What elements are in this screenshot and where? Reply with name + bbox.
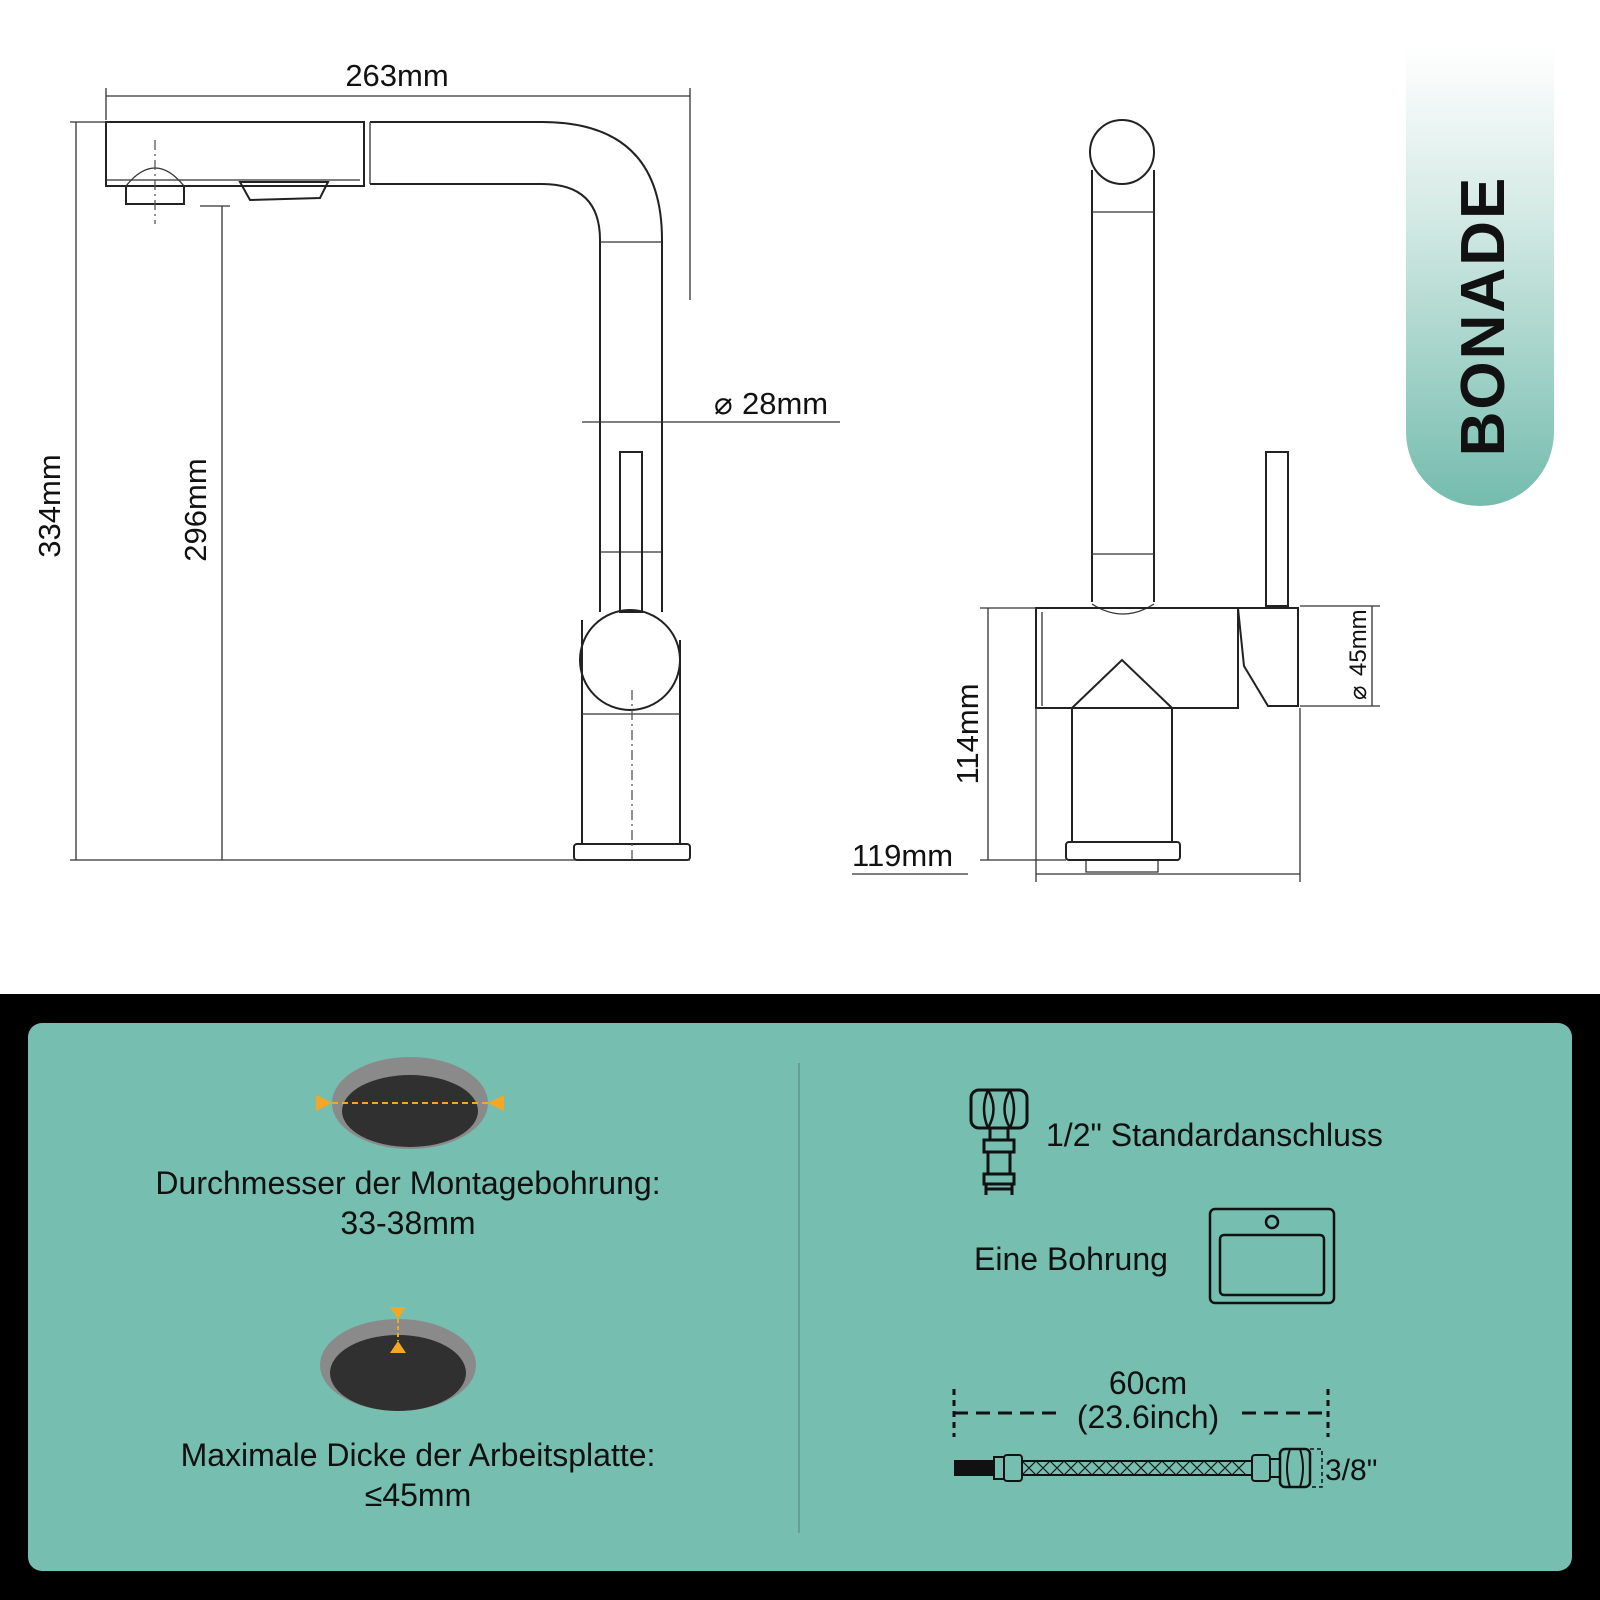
countertop-value: ≤45mm (364, 1477, 472, 1513)
hole-diameter-icon (316, 1057, 504, 1149)
brand-name: BONADE (1449, 176, 1518, 457)
hose-length-imperial: (23.6inch) (1076, 1399, 1220, 1435)
hole-diameter-label: Durchmesser der Montagebohrung: (155, 1165, 661, 1201)
technical-drawing: 263mm 334mm 296mm ⌀ 28mm 114mm 119mm ⌀ 4… (32, 58, 1380, 882)
panel-divider (798, 1063, 800, 1533)
diameter-symbol-1: ⌀ (714, 386, 733, 421)
front-view-dimension-lines (852, 605, 1380, 882)
side-view-faucet (105, 121, 691, 861)
hose-length: 60cm (1108, 1365, 1188, 1401)
base-height-label: 114mm (950, 683, 985, 784)
hole-diameter-value: 33-38mm (340, 1205, 476, 1241)
lever-diameter-label: 45mm (1345, 609, 1372, 676)
side-view-dimension-lines (70, 88, 840, 861)
spout-height-label: 296mm (178, 458, 213, 561)
brand-logo: BONADE (1449, 176, 1518, 457)
tube-diameter-label: 28mm (742, 386, 828, 421)
hose-icon (952, 1389, 1330, 1489)
total-height-label: 334mm (32, 454, 67, 557)
brand-logo-tab: BONADE (1406, 46, 1554, 506)
connection-label: 1/2" Standardanschluss (1046, 1117, 1383, 1153)
diameter-symbol-2: ⌀ (1345, 686, 1372, 700)
connector-icon (969, 1088, 1029, 1195)
info-panel: Durchmesser der Montagebohrung: 33-38mm … (28, 1023, 1572, 1571)
spout-reach-label: 263mm (345, 58, 448, 93)
base-depth-label: 119mm (852, 838, 953, 873)
front-view-faucet (1035, 119, 1299, 873)
countertop-label: Maximale Dicke der Arbeitsplatte: (180, 1437, 656, 1473)
mounting-label: Eine Bohrung (974, 1241, 1168, 1277)
sink-icon (1208, 1207, 1336, 1305)
hose-thread: 3/8" (1325, 1454, 1378, 1487)
countertop-thickness-icon (320, 1307, 476, 1411)
